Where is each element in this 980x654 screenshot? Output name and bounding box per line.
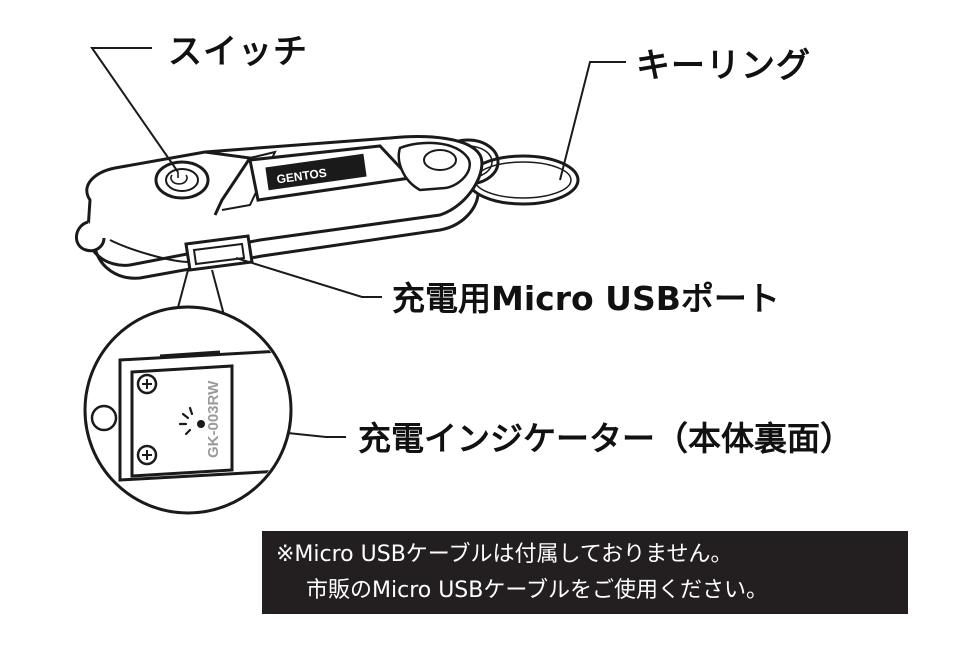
leader-lines	[90, 47, 626, 438]
note-line-1: ※Micro USBケーブルは付属しておりません。	[276, 542, 733, 567]
note-line-2: 市販のMicro USBケーブルをご使用ください。	[306, 578, 769, 603]
device-model: GK-003RW	[205, 380, 222, 458]
back-detail-circle: GK-003RW	[83, 305, 293, 515]
usb-port-label: 充電用Micro USBポート	[392, 279, 780, 318]
switch-leader	[90, 47, 179, 173]
device-brand: GENTOS	[276, 166, 328, 187]
cable-note-box: ※Micro USBケーブルは付属しておりません。 市販のMicro USBケー…	[262, 531, 908, 614]
usb-leader	[235, 257, 382, 298]
keyring-leader	[559, 61, 626, 181]
key-ring-label: キーリング	[636, 46, 811, 86]
device-body	[75, 135, 484, 280]
charge-indicator-label: 充電インジケーター（本体裏面）	[358, 419, 853, 458]
switch-label: スイッチ	[168, 32, 308, 72]
